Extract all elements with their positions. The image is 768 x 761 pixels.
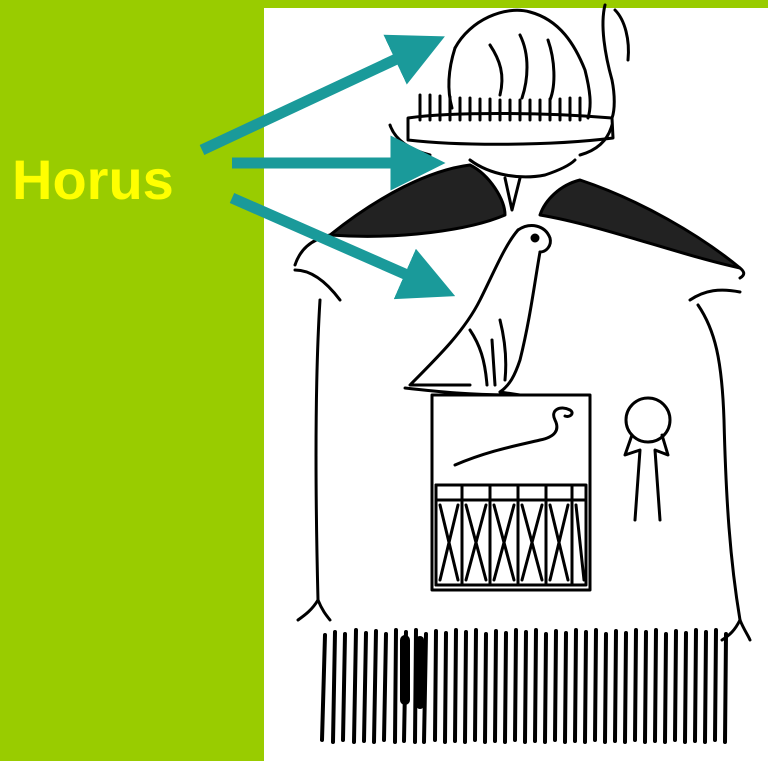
horus-label: Horus (12, 152, 174, 208)
arrow-to-falcon-icon (232, 198, 430, 285)
arrow-to-crown-icon (202, 48, 420, 150)
